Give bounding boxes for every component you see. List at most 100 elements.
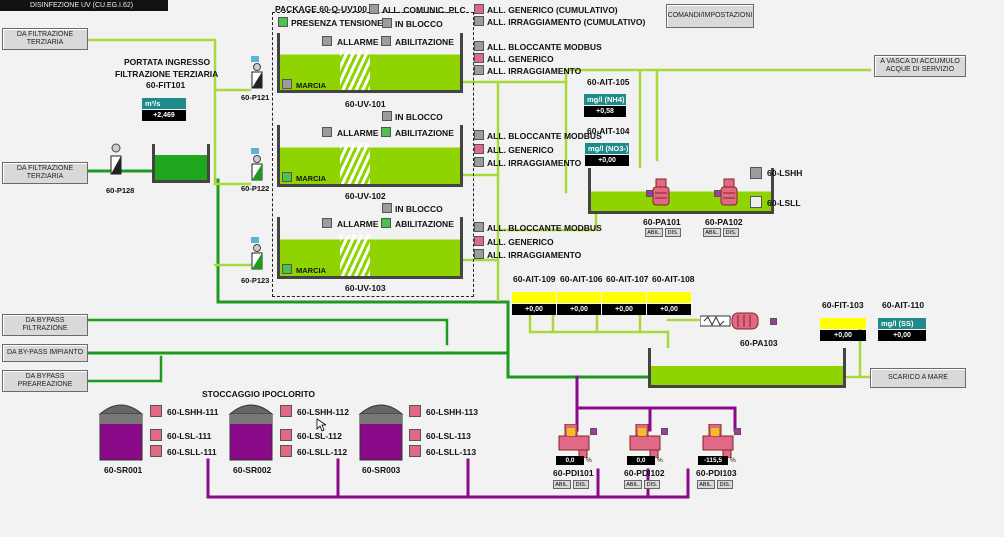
uv101-abilitazione: ABILITAZIONE [395,37,454,47]
da-filtrazione-button-1[interactable]: DA FILTRAZIONE TERZIARIA [2,28,88,50]
pdi101-dis-button[interactable]: DIS. [573,480,589,489]
pa101-abil-button[interactable]: ABIL. [645,228,663,237]
gen-cum-label: ALL. GENERICO (CUMULATIVO) [487,5,618,15]
ait109-unit [512,292,556,303]
ait106-unit [557,292,601,303]
lshh113-label: 60-LSHH-113 [426,407,478,417]
ait107-tag: 60-AIT-107 [606,274,649,284]
pa102-abil-button[interactable]: ABIL. [703,228,721,237]
inlet-title-2: FILTRAZIONE TERZIARIA [115,69,219,79]
pipe-service [564,68,872,194]
pdi103-dis-button[interactable]: DIS. [717,480,733,489]
presenza-led [278,17,288,27]
mouse-cursor-icon [316,418,326,432]
lsl113-led [409,429,421,441]
uv101-channel [277,33,463,93]
fit103-value[interactable]: +0,00 [820,330,866,341]
uv103-al2: ALL. GENERICO [487,237,554,247]
lsl111-led [150,429,162,441]
pdi102-dis-button[interactable]: DIS. [644,480,660,489]
uv102-allarme: ALLARME [337,128,379,138]
pa101-pump-icon[interactable] [650,177,672,209]
service-tank [588,168,774,214]
lshh112-label: 60-LSHH-112 [297,407,349,417]
ait107-value[interactable]: +0,00 [602,304,646,315]
pa103-status [770,318,777,325]
lshh113-led [409,405,421,417]
pipe-outlet-dark [216,178,650,379]
pdi103-value[interactable]: -115,5 [698,456,728,465]
ait105-value[interactable]: +0,58 [584,106,626,117]
pdi101-abil-button[interactable]: ABIL. [553,480,571,489]
pa102-status [714,190,721,197]
uv102-al3: ALL. IRRAGGIAMENTO [487,158,582,168]
pa102-pump-icon[interactable] [718,177,740,209]
uv103-marcia: MARCIA [296,266,326,275]
pa102-dis-button[interactable]: DIS. [723,228,739,237]
presenza-label: PRESENZA TENSIONE [291,18,383,28]
uv102-tag: 60-UV-102 [345,191,386,201]
ait106-value[interactable]: +0,00 [557,304,601,315]
pdi103-pump-icon[interactable] [701,424,741,458]
pa103-tag: 60-PA103 [740,338,778,348]
fit101-tag: 60-FIT101 [146,80,186,90]
pdi103-abil-button[interactable]: ABIL. [697,480,715,489]
pdi102-abil-button[interactable]: ABIL. [624,480,642,489]
inlet-title-1: PORTATA INGRESSO [124,57,211,67]
pa103-blower-icon[interactable] [700,310,770,334]
lsll112-label: 60-LSLL-112 [297,447,348,457]
da-bypass-filtrazione-button[interactable]: DA BYPASS FILTRAZIONE [2,314,88,336]
outlet-channel [648,348,846,388]
pipe-bypass-preareazione [86,355,163,383]
pa101-tag: 60-PA101 [643,217,681,227]
pdi102-pump-icon[interactable] [628,424,668,458]
lsll-led [750,196,762,208]
lsll-label: 60-LSLL [767,198,801,208]
ait104-value[interactable]: +0,00 [585,155,629,166]
uv101-marcia: MARCIA [296,81,326,90]
pipe-bypass-filtrazione [86,318,449,346]
uv102-in-blocco: IN BLOCCO [395,112,443,122]
vasca-accumulo-button[interactable]: A VASCA DI ACCUMULO ACQUE DI SERVIZIO [874,55,966,77]
pdi101-value[interactable]: 0,0 [556,456,584,465]
sr002-tank-icon[interactable] [228,400,274,462]
lsll111-label: 60-LSLL-111 [167,447,217,457]
pdi102-value[interactable]: 0,0 [627,456,655,465]
ait106-tag: 60-AIT-106 [560,274,603,284]
fit101-value[interactable]: +2,469 [142,110,186,121]
lshh112-led [280,405,292,417]
lsl112-led [280,429,292,441]
storage-title: STOCCAGGIO IPOCLORITO [202,389,316,399]
lsl113-label: 60-LSL-113 [426,431,471,441]
sr003-tank-icon[interactable] [358,400,404,462]
pdi101-tag: 60-PDI101 [553,468,594,478]
uv101-lamps [340,50,370,90]
da-bypass-impianto-button[interactable]: DA BY-PASS IMPIANTO [2,344,88,362]
p123-pump-icon[interactable] [249,237,267,271]
ait108-value[interactable]: +0,00 [647,304,691,315]
pipe-uv-outlet [460,80,568,302]
da-bypass-preareazione-button[interactable]: DA BYPASS PREAREAZIONE [2,370,88,392]
ait109-value[interactable]: +0,00 [512,304,556,315]
p122-pump-icon[interactable] [249,148,267,182]
p128-pump-icon[interactable] [106,142,126,176]
settings-button[interactable]: COMANDI/IMPOSTAZIONI [666,4,754,28]
lsll113-label: 60-LSLL-113 [426,447,477,457]
pa101-dis-button[interactable]: DIS. [665,228,681,237]
uv101-tag: 60-UV-101 [345,99,386,109]
ait110-value[interactable]: +0,00 [878,330,926,341]
ait110-tag: 60-AIT-110 [882,300,925,310]
p121-pump-icon[interactable] [249,56,267,90]
sr001-tank-icon[interactable] [98,400,144,462]
da-filtrazione-button-2[interactable]: DA FILTRAZIONE TERZIARIA [2,162,88,184]
ait110-unit: mg/l (SS) [878,318,926,329]
ait109-tag: 60-AIT-109 [513,274,556,284]
ait108-tag: 60-AIT-108 [652,274,695,284]
lshh-label: 60-LSHH [767,168,803,178]
pa101-status [646,190,653,197]
pdi101-pump-icon[interactable] [557,424,597,458]
fit103-tag: 60-FIT-103 [822,300,864,310]
pdi103-tag: 60-PDI103 [696,468,737,478]
scarico-mare-button[interactable]: SCARICO A MARE [870,368,966,388]
uv102-channel [277,125,463,187]
